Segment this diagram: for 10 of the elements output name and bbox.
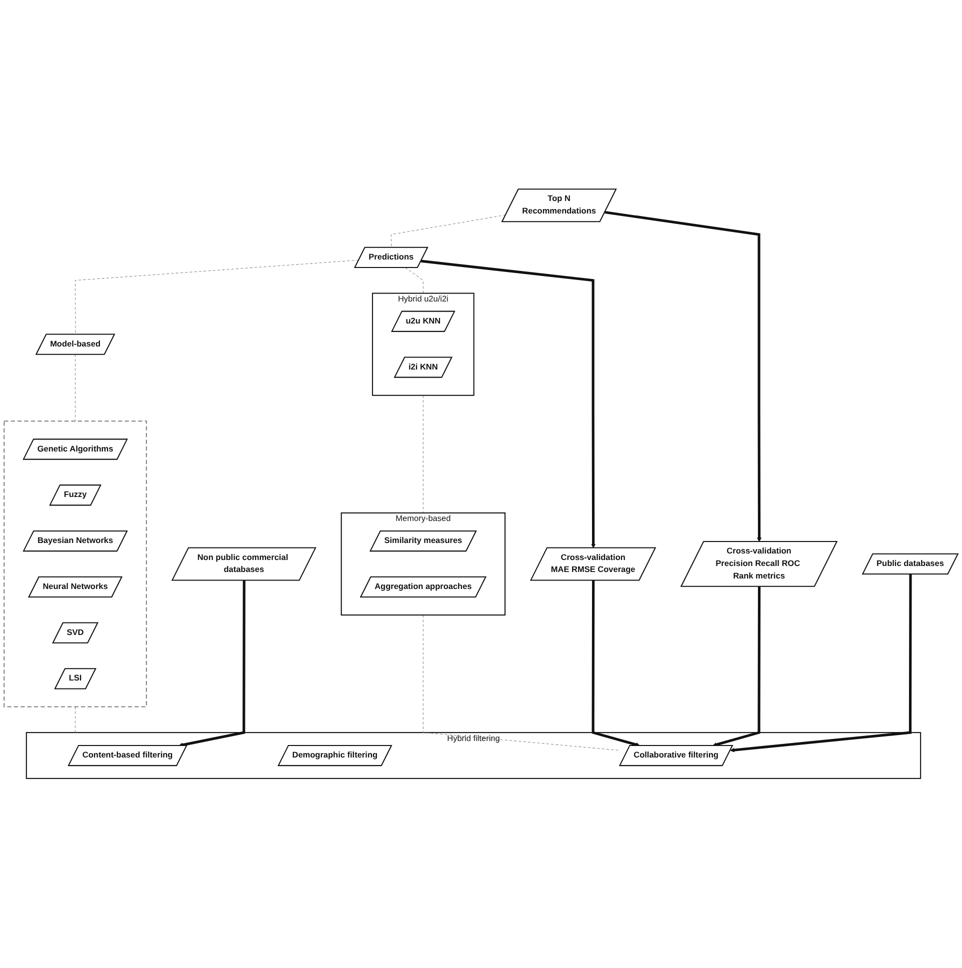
connector [390, 214, 506, 248]
arrow [178, 580, 246, 748]
arrow [604, 211, 762, 542]
arrow [730, 574, 912, 753]
arrow [420, 260, 596, 548]
connector [75, 260, 360, 335]
cluster [4, 420, 147, 708]
arrow [592, 580, 640, 747]
arrow [712, 586, 761, 747]
connector [75, 354, 76, 422]
